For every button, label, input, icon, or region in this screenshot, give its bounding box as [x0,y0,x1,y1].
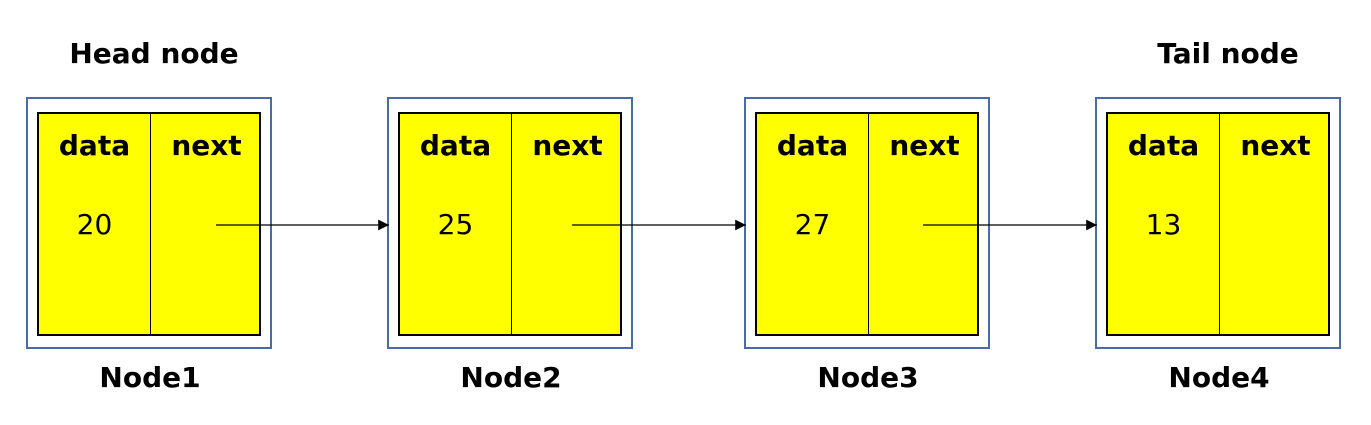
node-3-data-label: data [776,129,849,162]
node-1: data next 20 [26,97,272,349]
node-2-value: 25 [437,208,474,241]
node-3: data next 27 [744,97,990,349]
node-2-divider [511,114,512,334]
node-2-body: data next 25 [398,112,622,336]
node-1-data-label: data [58,129,131,162]
node-1-value: 20 [76,208,113,241]
head-node-label: Head node [69,37,239,70]
node-4-name: Node4 [1168,361,1270,394]
node-2: data next 25 [387,97,633,349]
node-2-next-label: next [532,129,603,162]
node-4-divider [1219,114,1220,334]
node-4-value: 13 [1145,208,1182,241]
node-2-data-label: data [419,129,492,162]
tail-node-label: Tail node [1157,37,1299,70]
node-4-next-label: next [1240,129,1311,162]
node-4-body: data next 13 [1106,112,1330,336]
node-2-name: Node2 [460,361,562,394]
node-3-body: data next 27 [755,112,979,336]
node-1-body: data next 20 [37,112,261,336]
node-4: data next 13 [1095,97,1341,349]
node-3-next-label: next [889,129,960,162]
node-3-value: 27 [794,208,831,241]
node-3-name: Node3 [817,361,919,394]
node-4-data-label: data [1127,129,1200,162]
node-1-divider [150,114,151,334]
node-1-next-label: next [171,129,242,162]
node-3-divider [868,114,869,334]
node-1-name: Node1 [99,361,201,394]
